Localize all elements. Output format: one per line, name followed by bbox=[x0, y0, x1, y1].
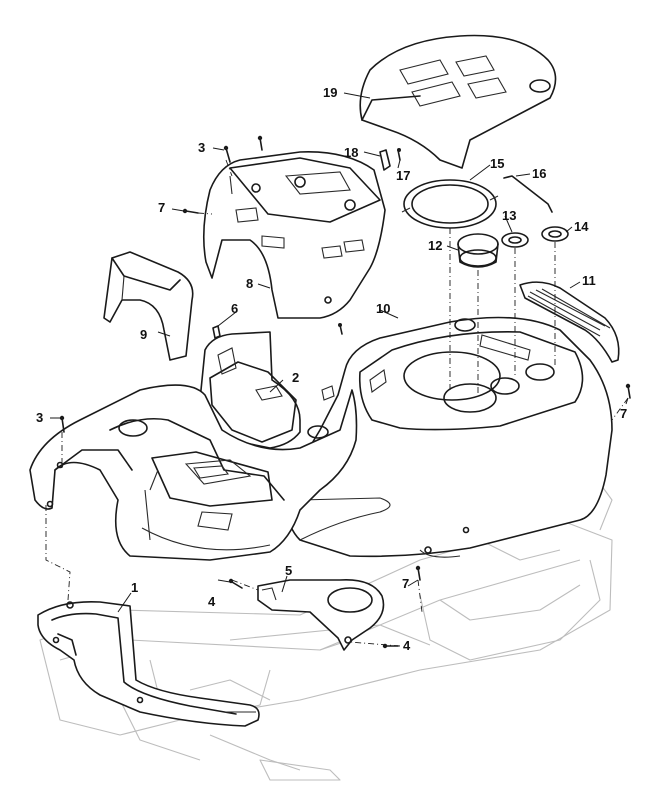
callout-8: 8 bbox=[246, 276, 253, 291]
callout-14: 14 bbox=[574, 219, 589, 234]
part-10-main-body bbox=[285, 316, 613, 558]
callout-18: 18 bbox=[344, 145, 358, 160]
clip-6 bbox=[212, 325, 221, 339]
callout-19: 19 bbox=[323, 85, 337, 100]
callout-13: 13 bbox=[502, 208, 516, 223]
part-5-bracket bbox=[257, 579, 385, 651]
callout-6: 6 bbox=[231, 301, 238, 316]
part-13-washer bbox=[501, 232, 529, 248]
callout-7-right: 7 bbox=[620, 406, 627, 421]
callout-4-left: 4 bbox=[208, 594, 216, 609]
callout-2: 2 bbox=[292, 370, 299, 385]
screw-3-top bbox=[257, 135, 263, 151]
callout-15: 15 bbox=[490, 156, 504, 171]
part-11-side-grille bbox=[519, 281, 620, 363]
screw-4-left bbox=[228, 578, 243, 589]
callout-17: 17 bbox=[396, 168, 410, 183]
part-14-washer bbox=[541, 226, 569, 242]
callout-5: 5 bbox=[285, 563, 292, 578]
callout-3-lower: 3 bbox=[36, 410, 43, 425]
part-body-shell bbox=[29, 384, 358, 561]
screw-7-left bbox=[182, 208, 199, 214]
screw-8-lower bbox=[338, 323, 343, 335]
part-19-seat-cover bbox=[359, 34, 557, 169]
assembly-dash-lines bbox=[45, 159, 629, 647]
part-18-clip bbox=[379, 149, 391, 171]
part-8-dash-cover bbox=[202, 151, 386, 319]
part-1-front-bumper bbox=[37, 600, 260, 727]
part-15-ring bbox=[401, 179, 499, 229]
callout-16: 16 bbox=[532, 166, 546, 181]
screw-7-right bbox=[625, 383, 631, 399]
callout-1: 1 bbox=[131, 580, 138, 595]
part-9-boot bbox=[103, 251, 194, 361]
part-16-wire-clip bbox=[503, 175, 553, 213]
screw-3-lower bbox=[59, 415, 65, 433]
callout-10: 10 bbox=[376, 301, 390, 316]
callout-12: 12 bbox=[428, 238, 442, 253]
screw-7-bottom bbox=[415, 565, 421, 581]
part-17-screw bbox=[397, 148, 401, 161]
callout-11: 11 bbox=[582, 273, 596, 288]
callout-9: 9 bbox=[140, 327, 147, 342]
screw-3-upper bbox=[223, 145, 231, 163]
callout-4-right: 4 bbox=[403, 638, 411, 653]
callout-7-left: 7 bbox=[158, 200, 165, 215]
leader-lines bbox=[50, 92, 629, 647]
callout-labels: 1 2 3 3 4 4 5 6 7 7 7 8 9 10 11 12 13 14… bbox=[36, 85, 627, 653]
part-12-cap bbox=[457, 233, 499, 268]
callout-7-bottom: 7 bbox=[402, 576, 409, 591]
callout-3-upper: 3 bbox=[198, 140, 205, 155]
